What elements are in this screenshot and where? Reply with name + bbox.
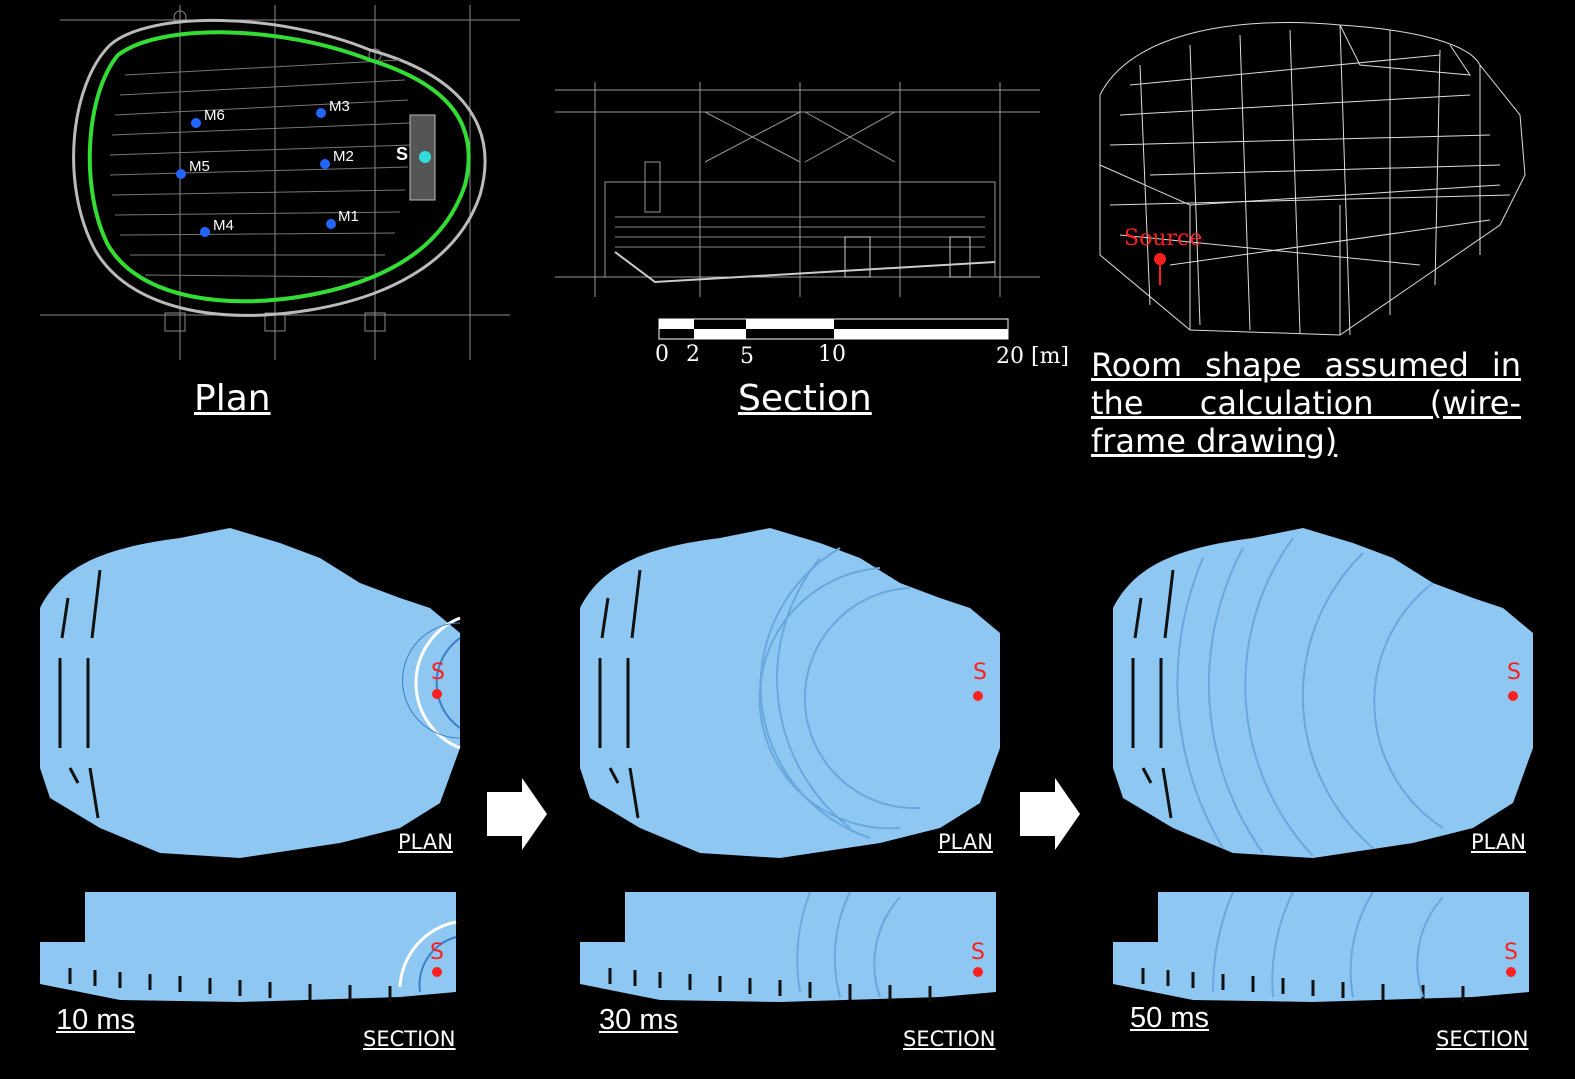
scale-tick-0: 0 [655, 342, 669, 367]
sim-section-10ms [40, 892, 462, 1007]
wire-source-dot [1154, 253, 1166, 265]
mic-m2-dot [320, 159, 330, 169]
source-label-section-10ms: S [430, 940, 444, 965]
plan-source-label: S [396, 144, 409, 164]
mic-m1-dot [326, 219, 336, 229]
mic-label-m1: M1 [338, 208, 359, 225]
mic-label-m5: M5 [189, 158, 210, 175]
section-label-50ms: SECTION [1436, 1027, 1529, 1051]
mic-m4-dot [200, 227, 210, 237]
source-label-section-30ms: S [971, 940, 985, 965]
time-label-10ms: 10 ms [56, 1004, 135, 1036]
plan-drawing [40, 5, 530, 365]
scale-tick-2: 2 [686, 342, 700, 367]
mic-label-m6: M6 [204, 107, 225, 124]
scale-tick-10: 10 [818, 342, 846, 367]
mic-m6-dot [191, 118, 201, 128]
mic-m5-dot [176, 169, 186, 179]
mic-label-m4: M4 [213, 217, 234, 234]
time-label-30ms: 30 ms [599, 1004, 678, 1036]
plan-label-50ms: PLAN [1471, 830, 1526, 854]
section-label-30ms: SECTION [903, 1027, 996, 1051]
source-label-plan-50ms: S [1507, 660, 1521, 685]
plan-caption: Plan [194, 378, 271, 419]
mic-m3-dot [316, 108, 326, 118]
section-label-10ms: SECTION [363, 1027, 456, 1051]
sim-section-30ms [580, 892, 1002, 1007]
source-dot [419, 151, 431, 163]
plan-label-10ms: PLAN [398, 830, 453, 854]
source-label-plan-10ms: S [431, 660, 445, 685]
scale-tick-5: 5 [740, 344, 754, 369]
mic-label-m3: M3 [329, 98, 350, 115]
arrow-right-icon-2 [1020, 778, 1080, 850]
scale-bar [658, 318, 1010, 342]
mic-label-m2: M2 [333, 148, 354, 165]
time-label-50ms: 50 ms [1130, 1002, 1209, 1034]
sim-plan-10ms [40, 528, 462, 858]
wireframe-drawing [1090, 5, 1530, 345]
wireframe-caption: Room shape assumed in the calculation (w… [1091, 346, 1521, 460]
arrow-right-icon [487, 778, 547, 850]
sim-section-50ms [1113, 892, 1535, 1007]
source-label-plan-30ms: S [973, 660, 987, 685]
scale-tick-20m: 20 [m] [996, 344, 1070, 369]
plan-label-30ms: PLAN [938, 830, 993, 854]
section-drawing [555, 82, 1045, 302]
source-label-section-50ms: S [1504, 940, 1518, 965]
sim-plan-50ms [1113, 528, 1535, 858]
section-caption: Section [738, 378, 872, 419]
wire-source-label: Source [1124, 226, 1203, 251]
sim-plan-30ms [580, 528, 1002, 858]
